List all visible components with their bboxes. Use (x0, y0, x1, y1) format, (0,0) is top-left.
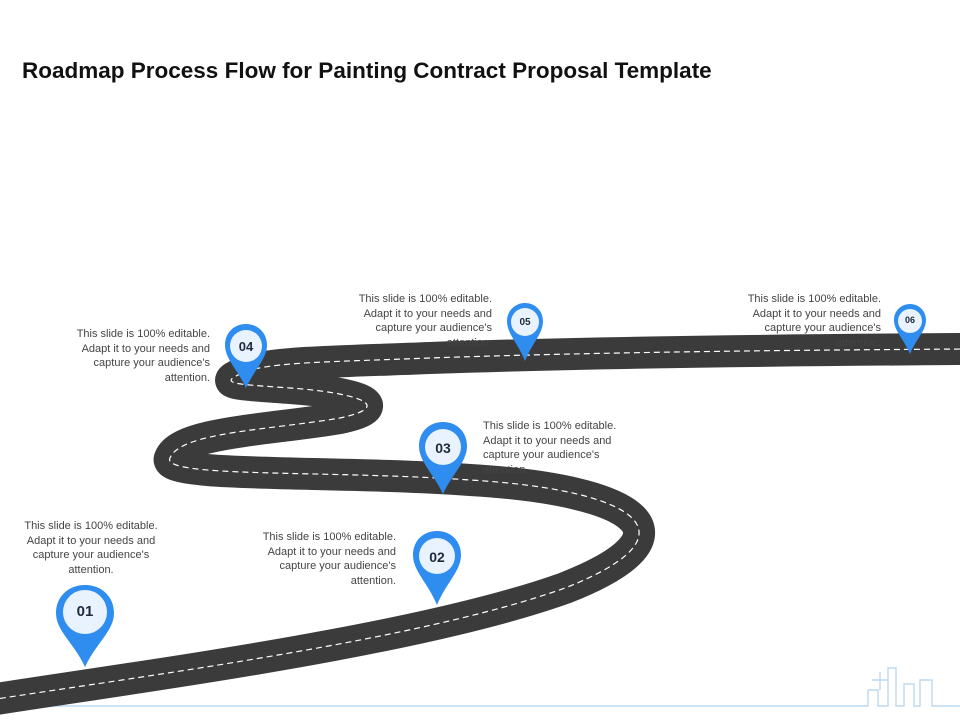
step-02-text: This slide is 100% editable. Adapt it to… (262, 531, 396, 587)
step-01-text: This slide is 100% editable. Adapt it to… (24, 520, 158, 576)
step-02-number: 02 (429, 549, 445, 565)
step-04-text: This slide is 100% editable. Adapt it to… (76, 328, 210, 384)
step-05-text: This slide is 100% editable. Adapt it to… (358, 293, 492, 349)
map-pin-icon (419, 422, 467, 494)
step-02-pin: 02 (411, 529, 463, 607)
map-pin-icon (56, 585, 114, 667)
map-pin-icon (894, 304, 926, 354)
step-01-pin: 01 (54, 583, 116, 669)
step-04-pin: 04 (223, 322, 269, 390)
page-title: Roadmap Process Flow for Painting Contra… (22, 58, 712, 83)
map-pin-icon (507, 303, 543, 361)
step-05-pin: 05 (505, 301, 545, 363)
map-pin-icon (413, 531, 461, 605)
step-06-number: 06 (904, 315, 915, 325)
step-01-number: 01 (76, 603, 94, 620)
step-03-pin: 03 (417, 420, 469, 496)
step-06-pin: 06 (892, 302, 928, 356)
step-03-number: 03 (435, 440, 451, 456)
city-skyline-icon (0, 667, 960, 707)
road-center-line (0, 348, 960, 700)
step-04-number: 04 (238, 339, 254, 354)
step-06-text: This slide is 100% editable. Adapt it to… (747, 293, 881, 349)
step-05-number: 05 (519, 317, 531, 328)
map-pin-icon (225, 324, 267, 388)
step-03-text: This slide is 100% editable. Adapt it to… (483, 420, 617, 476)
